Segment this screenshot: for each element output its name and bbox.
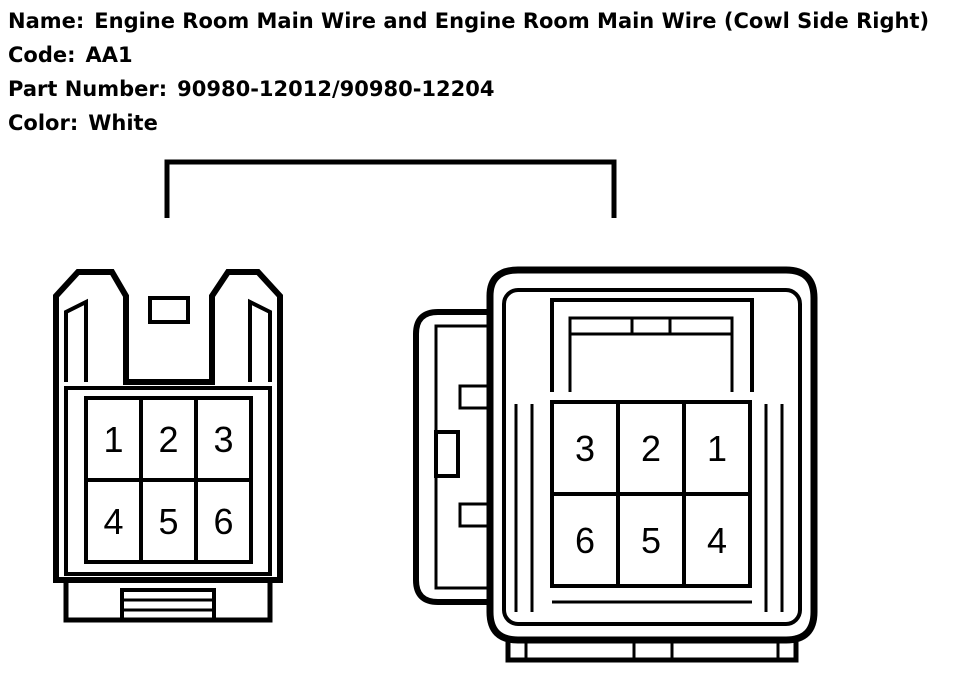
color-line: Color: White (8, 106, 929, 140)
left-housing-outline (53, 269, 283, 583)
code-line: Code: AA1 (8, 38, 929, 72)
left-top-notch (148, 296, 190, 324)
right-side-latch-inner (434, 324, 490, 590)
left-inner-frame (64, 386, 272, 576)
name-line: Name: Engine Room Main Wire and Engine Ro… (8, 4, 929, 38)
color-label: Color: (8, 111, 79, 135)
color-value: White (88, 111, 158, 135)
name-value: Engine Room Main Wire and Engine Room Ma… (94, 9, 930, 33)
right-inner-outline (502, 288, 802, 626)
left-pin-label-4: 4 (103, 501, 123, 542)
left-lock-tab-right (248, 298, 272, 382)
right-pin-label-4: 4 (707, 520, 727, 561)
right-side-latch-body (413, 309, 490, 605)
left-pin-label-3: 3 (213, 419, 233, 460)
right-latch-guide-bottom (458, 502, 490, 528)
left-pin-cell-6 (194, 478, 253, 564)
code-label: Code: (8, 43, 76, 67)
left-pin-label-6: 6 (213, 501, 233, 542)
right-pin-label-2: 2 (641, 428, 661, 469)
part-number-line: Part Number: 90980-12012/90980-12204 (8, 72, 929, 106)
name-label: Name: (8, 9, 85, 33)
mating-bracket (164, 159, 617, 218)
left-pin-label-5: 5 (158, 501, 178, 542)
right-latch-button (434, 430, 460, 478)
right-top-lock-frame (550, 298, 754, 392)
right-pin-label-6: 6 (575, 520, 595, 561)
right-pin-cell-4 (682, 492, 752, 588)
left-lock-tab-left (64, 298, 88, 382)
connector-info: Name: Engine Room Main Wire and Engine Ro… (8, 4, 929, 140)
left-bottom-latch (120, 588, 216, 622)
right-latch-guide-top (458, 384, 490, 410)
left-pin-label-1: 1 (103, 419, 123, 460)
right-housing-outline (486, 266, 818, 644)
right-bottom-base (505, 640, 799, 663)
left-pin-label-2: 2 (158, 419, 178, 460)
code-value: AA1 (85, 43, 133, 67)
right-pin-label-5: 5 (641, 520, 661, 561)
right-top-lock-inner (568, 316, 734, 392)
right-pin-label-3: 3 (575, 428, 595, 469)
part-number-label: Part Number: (8, 77, 168, 101)
connector-right: 3 2 1 6 5 4 (413, 266, 818, 663)
part-number-value: 90980-12012/90980-12204 (177, 77, 495, 101)
right-pin-label-1: 1 (707, 428, 727, 469)
